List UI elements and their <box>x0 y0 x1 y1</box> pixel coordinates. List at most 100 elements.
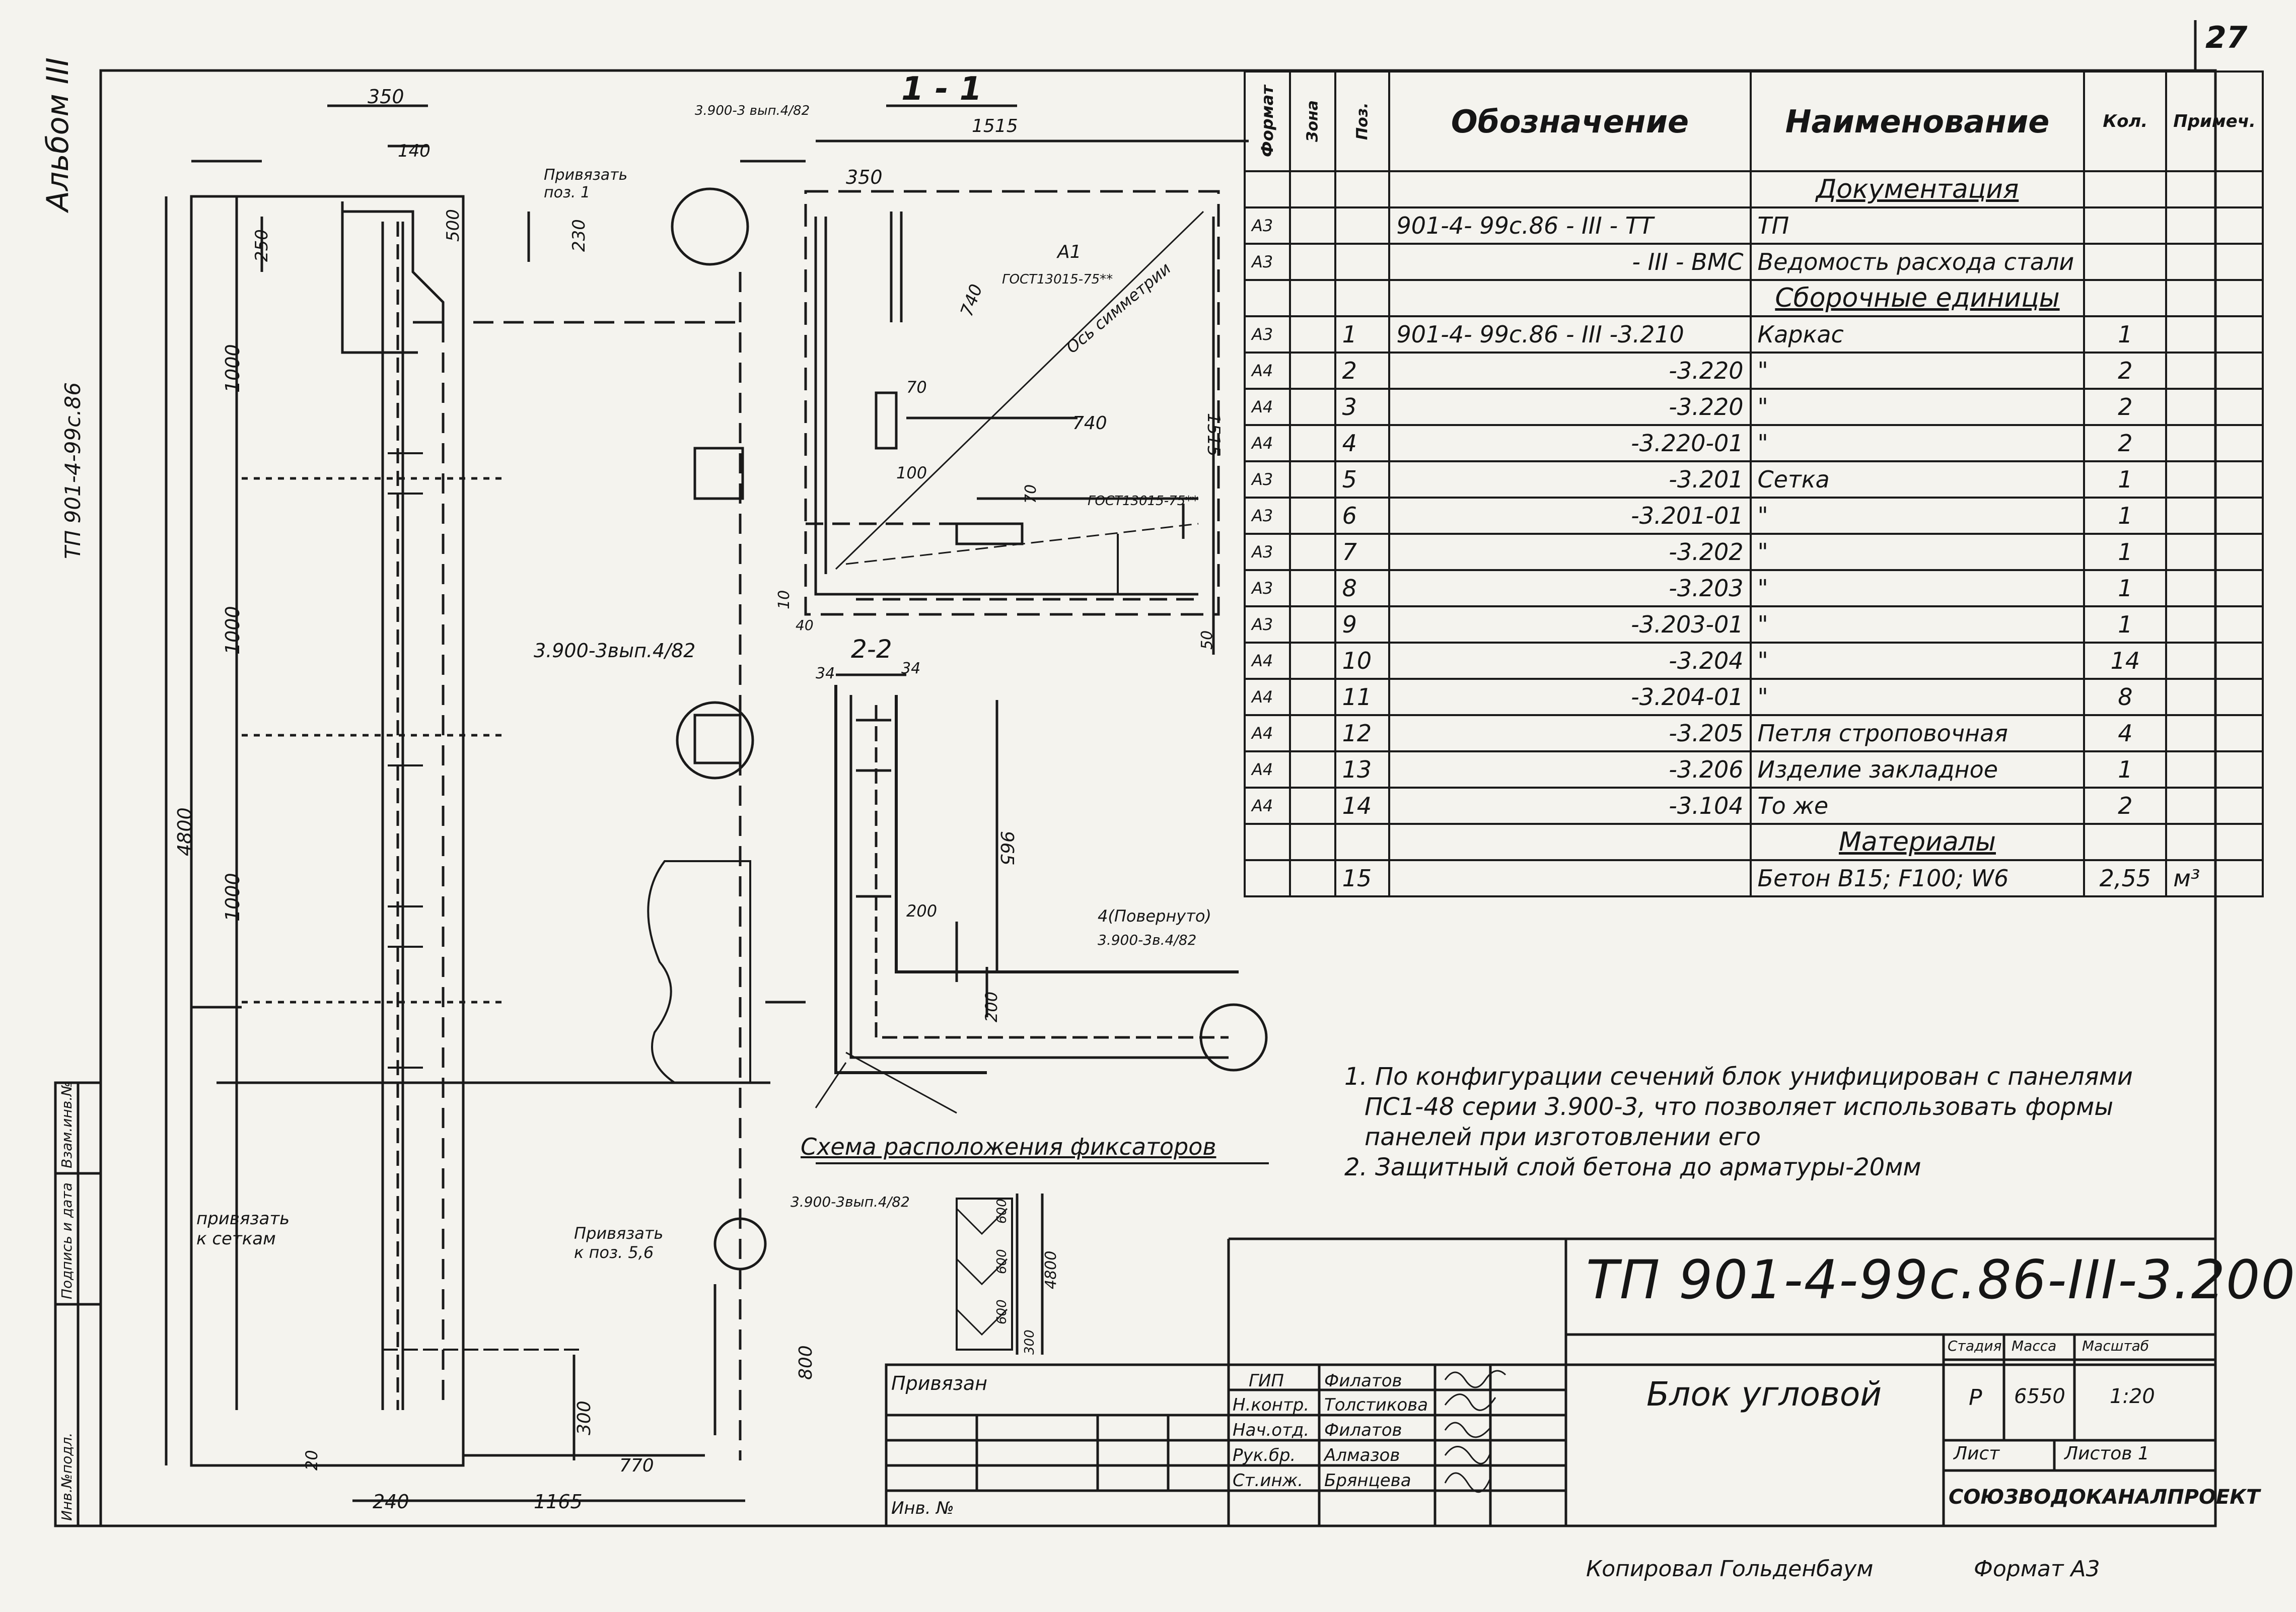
spec-cell-note <box>2165 823 2264 861</box>
spec-cell-format: А3 <box>1244 206 1291 245</box>
drawing-code: ТП 901-4-99с.86-III-3.200 <box>1586 1249 2296 1311</box>
signature-1 <box>1444 1370 1506 1388</box>
note-line-3: панелей при изготовлении его <box>1365 1123 1761 1151</box>
callout-ref-3: 3.900-3вып.4/82 <box>791 1194 910 1210</box>
dim-740: 740 <box>1072 413 1107 434</box>
dim-1165: 1165 <box>534 1491 583 1513</box>
role-0: ГИП <box>1249 1371 1284 1391</box>
dim-350: 350 <box>368 86 404 108</box>
dim-1000-b: 1000 <box>222 606 244 655</box>
spec-cell-note <box>2165 352 2264 390</box>
sheets-label: Листов 1 <box>2064 1443 2149 1464</box>
dim-140: 140 <box>398 141 430 161</box>
spec-cell-format: А4 <box>1244 714 1291 752</box>
spec-cell-designation: - III - ВМС <box>1388 243 1752 281</box>
spec-cell-zone <box>1288 823 1336 861</box>
spec-cell-zone <box>1288 388 1336 426</box>
spec-cell-qty <box>2083 206 2168 245</box>
dim-1000-a: 1000 <box>222 344 244 393</box>
spec-cell-pos: 15 <box>1334 859 1391 897</box>
dim-10: 10 <box>775 590 793 609</box>
spec-cell-format: А4 <box>1244 787 1291 825</box>
spec-cell-designation: -3.204-01 <box>1388 678 1752 716</box>
section-1-1-title: 1 - 1 <box>901 71 982 108</box>
spec-cell-format: А3 <box>1244 497 1291 535</box>
spec-cell-note <box>2165 388 2264 426</box>
spec-row: Материалы <box>1244 823 2264 861</box>
dim-40: 40 <box>796 617 814 634</box>
spec-cell-designation: -3.203 <box>1388 569 1752 607</box>
spec-cell-qty: 1 <box>2083 315 2168 354</box>
stage-value: Р <box>1969 1385 1982 1411</box>
spec-cell-name: Изделие закладное <box>1749 750 2086 789</box>
spec-cell-zone <box>1288 750 1336 789</box>
header-zone: Зона <box>1289 72 1335 171</box>
spec-row: Сборочные единицы <box>1244 279 2264 317</box>
callout-a1: А1 <box>1057 242 1082 262</box>
dim-1515: 1515 <box>972 116 1018 136</box>
spec-cell-zone <box>1288 460 1336 499</box>
person-2: Филатов <box>1324 1420 1402 1440</box>
person-4: Брянцева <box>1324 1470 1411 1491</box>
spec-cell-note <box>2165 569 2264 607</box>
spec-cell-format <box>1244 823 1291 861</box>
spec-cell-name: Материалы <box>1749 823 2086 861</box>
stamp-replace-label: Взам.инв.№ <box>58 1081 75 1168</box>
spec-cell-format: А4 <box>1244 388 1291 426</box>
spec-cell-qty: 2 <box>2083 352 2168 390</box>
spec-cell-format: А4 <box>1244 750 1291 789</box>
spec-cell-zone <box>1288 243 1336 281</box>
spec-cell-designation: -3.104 <box>1388 787 1752 825</box>
person-3: Алмазов <box>1324 1445 1400 1465</box>
signature-4 <box>1444 1446 1491 1464</box>
scheme-title: Схема расположения фиксаторов <box>801 1133 1216 1160</box>
role-3: Рук.бр. <box>1233 1445 1296 1465</box>
side-code-label: ТП 901-4-99с.86 <box>60 382 85 559</box>
spec-cell-format: А3 <box>1244 460 1291 499</box>
spec-cell-format: А3 <box>1244 569 1291 607</box>
spec-cell-zone <box>1288 714 1336 752</box>
spec-cell-pos <box>1334 206 1391 245</box>
spec-cell-note <box>2165 714 2264 752</box>
spec-cell-qty: 2 <box>2083 787 2168 825</box>
header-name: Наименование <box>1749 71 2086 172</box>
callout-rotated: 4(Повернуто) <box>1098 906 1211 926</box>
spec-cell-pos: 5 <box>1334 460 1391 499</box>
spec-cell-pos: 3 <box>1334 388 1391 426</box>
spec-cell-note <box>2165 750 2264 789</box>
header-pos: Поз. <box>1335 72 1390 171</box>
callout-ref-6: 3.900-3вып.4/82 <box>534 640 696 662</box>
spec-cell-name: Бетон В15; F100; W6 <box>1749 859 2086 897</box>
dim-350-b: 350 <box>846 166 883 188</box>
spec-cell-designation: -3.202 <box>1388 533 1752 571</box>
dim-770: 770 <box>619 1455 654 1476</box>
dim-70-b: 70 <box>1022 484 1040 504</box>
spec-cell-name: Сетка <box>1749 460 2086 499</box>
spec-cell-zone <box>1288 533 1336 571</box>
spec-cell-format: А4 <box>1244 678 1291 716</box>
dim-50: 50 <box>1198 630 1216 650</box>
detail-circle-1 <box>671 187 749 266</box>
bind-label: Привязан <box>891 1372 987 1394</box>
spec-cell-qty <box>2083 823 2168 861</box>
spec-cell-format: А4 <box>1244 424 1291 462</box>
detail-circle-4 <box>1199 1003 1268 1072</box>
spec-cell-zone <box>1288 424 1336 462</box>
spec-cell-zone <box>1288 315 1336 354</box>
spec-cell-zone <box>1288 279 1336 317</box>
role-1: Н.контр. <box>1233 1395 1310 1415</box>
note-line-4: 2. Защитный слой бетона до арматуры-20мм <box>1344 1153 1921 1181</box>
spec-cell-pos <box>1334 170 1391 208</box>
spec-cell-qty: 1 <box>2083 533 2168 571</box>
spec-cell-zone <box>1288 569 1336 607</box>
spec-cell-pos: 6 <box>1334 497 1391 535</box>
callout-tie-1: Привязать поз. 1 <box>544 166 628 201</box>
org-name: СОЮЗВОДОКАНАЛПРОЕКТ <box>1949 1486 2260 1509</box>
dim-500: 500 <box>443 209 463 242</box>
spec-cell-format: А4 <box>1244 352 1291 390</box>
drawing-name: Блок угловой <box>1646 1375 1882 1414</box>
